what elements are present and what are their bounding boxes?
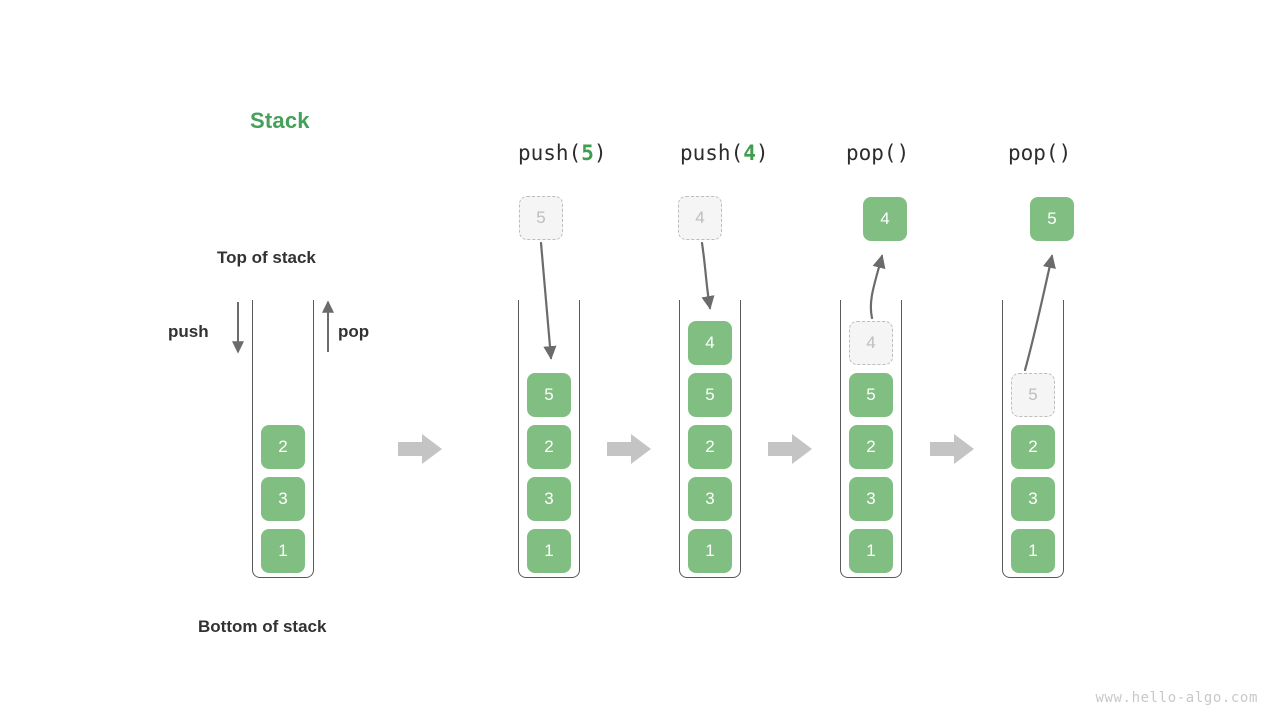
transition-arrow-icon (930, 432, 974, 466)
stack-cell: 5 (688, 373, 732, 417)
stack-tube-1 (518, 300, 580, 578)
header-suffix: ) (1058, 141, 1072, 165)
header-argument: 5 (581, 141, 594, 165)
stack-cell: 2 (849, 425, 893, 469)
column-header-push-5: push(5) (518, 141, 607, 165)
header-argument: 4 (743, 141, 756, 165)
pop-label: pop (338, 322, 370, 341)
floating-cell: 4 (678, 196, 722, 240)
stack-cell: 1 (1011, 529, 1055, 573)
bottom-of-stack-label: Bottom of stack (198, 617, 327, 636)
stack-cell: 5 (849, 373, 893, 417)
header-prefix: push( (518, 141, 582, 165)
transition-arrow-icon (607, 432, 651, 466)
popped-cell: 4 (863, 197, 907, 241)
stack-cell: 3 (849, 477, 893, 521)
stack-tube-2 (679, 300, 741, 578)
stack-cell: 3 (1011, 477, 1055, 521)
stack-cell: 5 (527, 373, 571, 417)
top-of-stack-label: Top of stack (217, 248, 316, 267)
stack-cell: 1 (849, 529, 893, 573)
transition-arrow-icon (398, 432, 442, 466)
stack-cell: 3 (688, 477, 732, 521)
popped-cell: 5 (1030, 197, 1074, 241)
header-prefix: pop( (846, 141, 897, 165)
stack-cell: 3 (527, 477, 571, 521)
header-suffix: ) (896, 141, 910, 165)
removed-ghost-cell: 5 (1011, 373, 1055, 417)
column-header-push-4: push(4) (680, 141, 769, 165)
stack-cell: 2 (1011, 425, 1055, 469)
stack-tube-4 (1002, 300, 1064, 578)
header-prefix: pop( (1008, 141, 1059, 165)
stack-cell: 1 (261, 529, 305, 573)
column-header-pop-2: pop() (1008, 141, 1071, 165)
removed-ghost-cell: 4 (849, 321, 893, 365)
header-suffix: ) (755, 141, 769, 165)
stack-cell: 3 (261, 477, 305, 521)
push-label: push (168, 322, 209, 341)
transition-arrow-icon (768, 432, 812, 466)
stack-cell: 2 (527, 425, 571, 469)
stack-tube-3 (840, 300, 902, 578)
stack-cell: 1 (688, 529, 732, 573)
column-header-pop-1: pop() (846, 141, 909, 165)
stack-cell: 1 (527, 529, 571, 573)
floating-cell: 5 (519, 196, 563, 240)
header-prefix: push( (680, 141, 744, 165)
stack-cell: 2 (688, 425, 732, 469)
watermark: www.hello-algo.com (1095, 690, 1258, 706)
stack-cell: 2 (261, 425, 305, 469)
page-title: Stack (250, 108, 310, 133)
stack-tube-0 (252, 300, 314, 578)
stack-cell: 4 (688, 321, 732, 365)
header-suffix: ) (593, 141, 607, 165)
